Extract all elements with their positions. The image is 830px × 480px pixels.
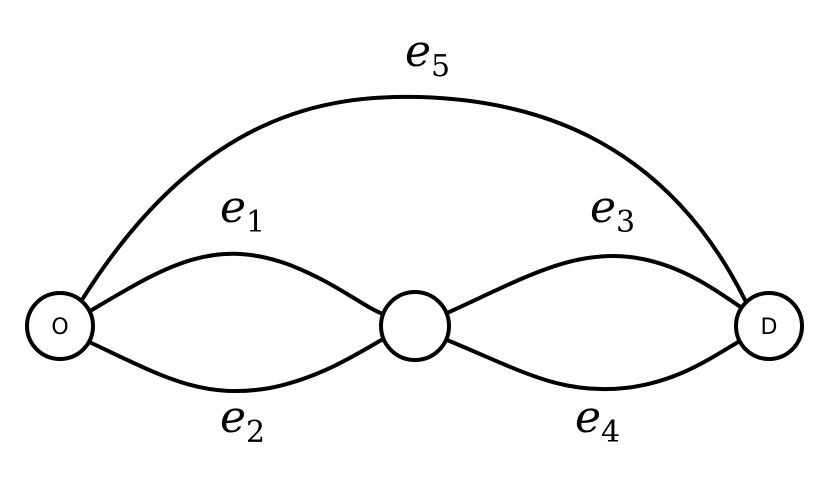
edge-label-e2-sub: 2 [246,415,265,450]
node-M [379,290,451,362]
edge-label-e4: e4 [575,392,620,450]
edge-label-e1-var: e [220,182,246,233]
edge-e4 [445,336,747,392]
edge-label-e2-var: e [220,392,246,443]
edge-label-e3-var: e [590,182,616,233]
edge-e2 [83,336,387,393]
edge-label-e3: e3 [590,182,635,240]
edge-e1 [83,251,387,317]
node-O: O [25,291,95,361]
edge-label-e2: e2 [220,392,265,450]
edge-label-e1: e1 [220,182,265,240]
node-label-O: O [51,315,68,340]
edge-label-e5: e5 [405,26,450,84]
edge-e3 [445,254,747,315]
node-label-D: D [761,315,778,340]
edge-label-e3-sub: 3 [616,205,635,240]
edge-e5 [78,94,747,305]
edge-label-e4-var: e [575,392,601,443]
edge-label-e1-sub: 1 [246,205,265,240]
edge-label-e4-sub: 4 [601,415,620,450]
edge-label-e5-var: e [405,26,431,77]
node-D: D [734,291,804,361]
edge-label-e5-sub: 5 [431,49,450,84]
